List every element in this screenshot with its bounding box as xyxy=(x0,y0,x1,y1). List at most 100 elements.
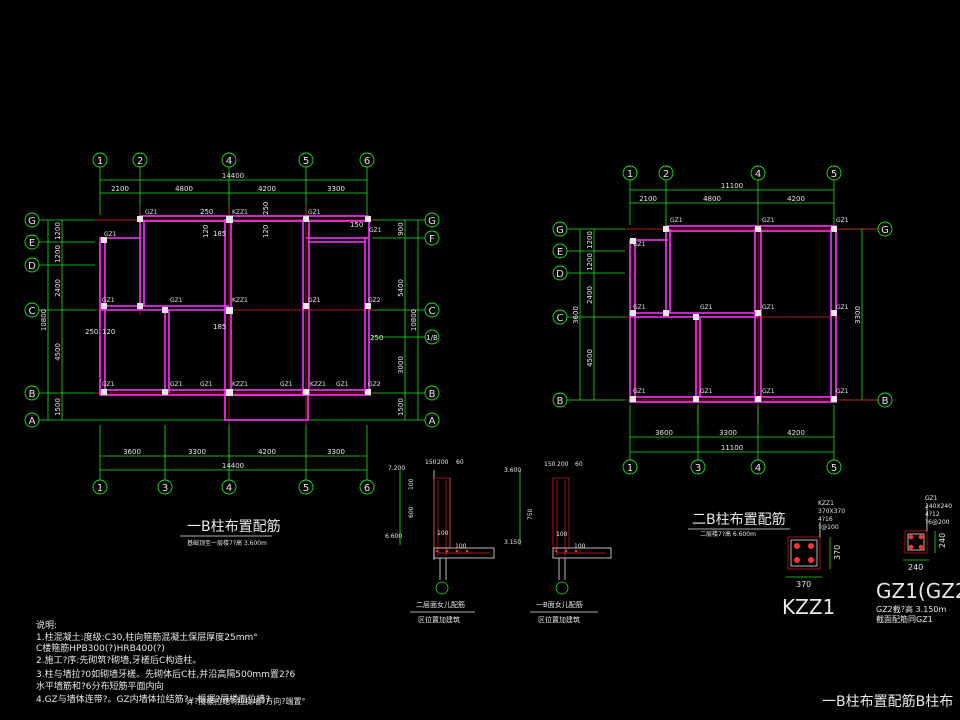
dimension: 3300 xyxy=(327,448,345,456)
column-label: KZZ1 xyxy=(310,381,326,388)
column-label: GZ1 xyxy=(836,304,849,311)
section-dim: 150 xyxy=(425,459,437,466)
column-label: GZ1 xyxy=(308,209,321,216)
dimension-total: 10800 xyxy=(410,309,418,331)
plan1-column-labels: GZ1 GZ1 KZZ1 GZ1 GZ1 GZ1 GZ1 KZZ1 GZ1 GZ… xyxy=(102,209,382,388)
plan1-inner-dims: 250 120 185 185 120 250 150 250 120 250 xyxy=(85,202,383,342)
plan1-title: 一B柱布置配筋 xyxy=(187,518,281,535)
section-dim: 750 xyxy=(527,508,534,520)
axis-bubble: A xyxy=(429,416,436,427)
dimension: 3600 xyxy=(123,448,141,456)
kzz1-spec: 4?16 xyxy=(818,516,833,523)
gz1-sub2: 截面配筋同GZ1 xyxy=(876,614,933,624)
dimension-total: 14400 xyxy=(222,462,244,470)
dimension: 1500 xyxy=(397,398,405,416)
axis-bubble: 5 xyxy=(831,463,837,474)
section-dim: 100 xyxy=(437,530,449,537)
column-label: GZ1 xyxy=(102,381,115,388)
axis-bubble: D xyxy=(28,261,36,272)
kzz1-spec: ?@100 xyxy=(818,524,839,531)
section2-subtitle: 区位置加建筑 xyxy=(538,615,580,624)
plan1-walls xyxy=(99,215,371,421)
axis-bubble: 5 xyxy=(303,156,309,167)
dimension-total: 3600 xyxy=(572,306,580,324)
dimension-total: 11100 xyxy=(721,444,743,452)
column-label: GZ1 xyxy=(308,297,321,304)
plan1-top-axis-bubbles: 1 2 4 5 6 xyxy=(92,152,375,168)
inner-dim: 185 xyxy=(213,230,226,238)
inner-dim: 120 xyxy=(262,225,270,238)
axis-bubble: B xyxy=(29,389,36,400)
axis-bubble: 3 xyxy=(695,463,701,474)
column-label: KZZ1 xyxy=(232,209,248,216)
level-mark: 7.200 xyxy=(388,465,405,472)
dimension: 4800 xyxy=(703,195,721,203)
dimension: 4200 xyxy=(787,195,805,203)
column-label: GZ1 xyxy=(170,297,183,304)
notes-line: 1.柱混凝土:度级:C30,柱向箍筋混凝土保层厚度25mm° xyxy=(36,631,258,643)
plan2-top-axis-bubbles: 1 2 4 5 xyxy=(622,165,842,181)
dimension: 4200 xyxy=(258,185,276,193)
inner-dim: 185 xyxy=(213,323,226,331)
axis-bubble: B xyxy=(429,389,436,400)
axis-bubble: E xyxy=(557,247,563,258)
dimension: 3300 xyxy=(188,448,206,456)
axis-bubble: 4 xyxy=(755,169,761,180)
column-label: KZZ1 xyxy=(232,381,248,388)
plan2-bottom-axis-bubbles: 1 3 4 5 xyxy=(622,459,842,475)
level-mark: 3.150 xyxy=(504,539,521,546)
plan1-subtitle: 基础顶至一层楼7?高 3.600m xyxy=(187,539,267,547)
inner-dim: 150 xyxy=(350,221,363,229)
level-mark: 3.600 xyxy=(504,467,521,474)
gz1-sub: GZ2截?高 3.150m xyxy=(876,604,946,614)
column-label: GZ1 xyxy=(336,381,349,388)
axis-bubble: 3 xyxy=(162,483,168,494)
axis-bubble: C xyxy=(429,306,436,317)
plan2-columns xyxy=(630,226,837,402)
axis-bubble: 6 xyxy=(364,156,370,167)
column-label: GZ1 xyxy=(633,388,646,395)
axis-bubble: 1 xyxy=(97,156,103,167)
axis-bubble: 4 xyxy=(226,483,232,494)
axis-bubble: B xyxy=(557,396,564,407)
dimension-total: 3300 xyxy=(854,306,862,324)
gz1-height: 240 xyxy=(938,533,947,548)
axis-bubble: 5 xyxy=(831,169,837,180)
section-dim: 60 xyxy=(456,459,464,466)
column-label: GZ1 xyxy=(762,388,775,395)
axis-bubble: 1 xyxy=(627,169,633,180)
section-dim: 100 xyxy=(556,531,568,538)
plan1-right-axis-bubbles: G F C 1/B B A xyxy=(424,212,440,428)
axis-bubble: C xyxy=(29,306,36,317)
section-dim: 100 xyxy=(408,478,415,490)
kzz1-column-detail: KZZ1 370X370 4?16 ?@100 370 370 KZZ1 xyxy=(782,500,845,619)
axis-bubble: A xyxy=(29,416,36,427)
axis-bubble: 1 xyxy=(97,483,103,494)
axis-bubble: E xyxy=(29,238,35,249)
axis-bubble: G xyxy=(556,225,564,236)
column-label: GZ1 xyxy=(762,217,775,224)
plan2-subtitle: 二层楼7?高 6.600m xyxy=(700,530,756,538)
notes-line: 2.施工?序:先砌筑?砌墙,牙槎后C构造柱。 xyxy=(36,654,201,666)
gz1-spec: GZ1 xyxy=(925,495,938,502)
axis-bubble: 4 xyxy=(226,156,232,167)
section-dim: 100 xyxy=(455,543,467,550)
axis-bubble: G xyxy=(881,225,889,236)
column-label: GZ1 xyxy=(633,241,646,248)
section-dim: 60 xyxy=(575,461,583,468)
axis-bubble: G xyxy=(428,216,436,227)
section-dim: 600 xyxy=(408,506,415,518)
section-dim: 150 xyxy=(544,461,556,468)
plan2-column-labels: GZ1 GZ1 GZ1 GZ1 GZ1 GZ1 GZ1 GZ1 GZ1 GZ1 … xyxy=(633,217,849,395)
column-label: GZ1 xyxy=(836,388,849,395)
axis-bubble: 2 xyxy=(137,156,143,167)
gz1-spec: ?6@200 xyxy=(925,519,950,526)
dimension: 4200 xyxy=(787,429,805,437)
dimension-total: 11100 xyxy=(721,182,743,190)
column-label: GZ1 xyxy=(104,231,117,238)
dimension-total: 10800 xyxy=(40,309,48,331)
inner-dim: 250 xyxy=(85,328,98,336)
dimension: 1200 xyxy=(54,245,62,263)
notes-overlap: 详?接根拉结?,拉拢墙?方向?端置° xyxy=(186,696,306,706)
dimension: 4200 xyxy=(258,448,276,456)
